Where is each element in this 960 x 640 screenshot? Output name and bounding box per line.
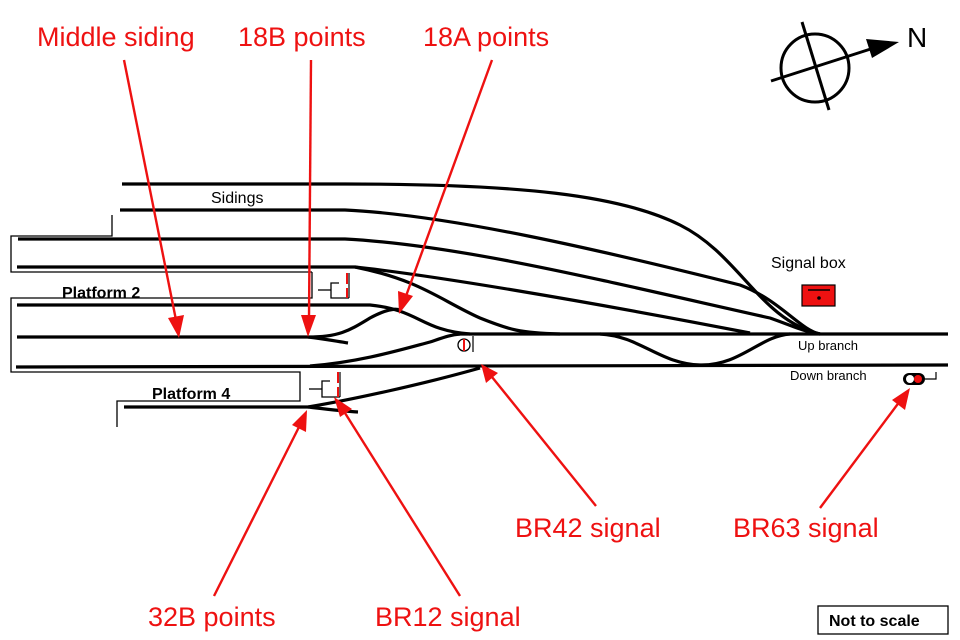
north-arrow-compass: N xyxy=(770,21,927,111)
arrow-18a-points xyxy=(398,59,494,314)
platform-2-label: Platform 2 xyxy=(62,285,140,302)
north-label: N xyxy=(907,22,927,53)
platform-2-lower-to-up xyxy=(309,332,461,368)
arrow-br63-signal xyxy=(819,388,910,509)
signal-box-label: Signal box xyxy=(771,255,846,272)
arrow-18b-points xyxy=(301,59,316,337)
callout-br42-signal: BR42 signal xyxy=(515,513,661,543)
platform-4-stub xyxy=(307,405,359,414)
platform-4-label: Platform 4 xyxy=(152,386,230,403)
callout-arrows xyxy=(122,59,910,597)
callout-32b-points: 32B points xyxy=(148,602,276,632)
platform-1-outline xyxy=(10,215,312,273)
up-branch-label: Up branch xyxy=(798,338,858,353)
callout-middle-siding: Middle siding xyxy=(37,22,195,52)
signal-box-icon xyxy=(801,284,836,307)
platform-4-track xyxy=(124,366,481,409)
crossover-track xyxy=(599,332,791,367)
scale-note-label: Not to scale xyxy=(829,613,920,630)
callout-br63-signal: BR63 signal xyxy=(733,513,879,543)
siding-track-2 xyxy=(120,208,821,336)
callout-18a-points: 18A points xyxy=(423,22,549,52)
arrow-br42-signal xyxy=(481,364,597,507)
tracks xyxy=(15,182,949,414)
ground-signal-icon-br12 xyxy=(309,372,341,398)
arrow-32b-points xyxy=(212,410,307,597)
platform-1-to-up-branch xyxy=(354,265,561,336)
siding-track-1 xyxy=(122,182,821,336)
siding-track-3 xyxy=(18,237,821,336)
down-branch-label: Down branch xyxy=(790,368,867,383)
platform-2-outline xyxy=(10,272,313,427)
middle-siding-track xyxy=(17,307,401,339)
ground-signal-icon-platform-2 xyxy=(318,273,350,299)
platform-outlines xyxy=(10,215,313,427)
br63-signal-icon xyxy=(903,372,937,385)
sidings-label: Sidings xyxy=(211,190,263,207)
middle-siding-stub xyxy=(307,335,349,345)
callout-br12-signal: BR12 signal xyxy=(375,602,521,632)
platform-2-track xyxy=(17,303,471,336)
br42-signal-icon xyxy=(457,336,474,352)
scale-note: Not to scale xyxy=(817,605,949,635)
platform-1-track xyxy=(17,265,751,335)
arrow-br12-signal xyxy=(334,397,462,597)
callout-18b-points: 18B points xyxy=(238,22,366,52)
arrow-middle-siding xyxy=(122,59,184,338)
